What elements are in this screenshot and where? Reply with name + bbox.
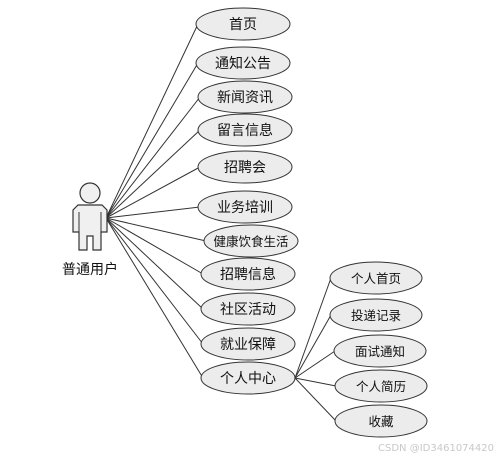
- use-case-label: 招聘信息: [220, 266, 276, 283]
- association-line-news: [105, 96, 201, 219]
- include-line-favorites: [294, 377, 337, 422]
- use-case-ellipse: [200, 327, 296, 361]
- use-case-ellipse: [200, 292, 296, 326]
- use-case-ellipse: [200, 257, 296, 291]
- actor-label: 普通用户: [62, 261, 118, 278]
- use-case-employment[interactable]: 就业保障: [200, 327, 296, 361]
- include-lines: [294, 277, 337, 422]
- sub-use-case-ellipse: [329, 261, 423, 295]
- use-case-label: 个人中心: [220, 371, 276, 387]
- use-case-news[interactable]: 新闻资讯: [197, 80, 293, 114]
- include-line-interview-notice: [294, 350, 336, 379]
- actor-normal-user: 普通用户: [62, 182, 118, 278]
- use-case-label: 社区活动: [220, 302, 276, 318]
- use-case-personal-center[interactable]: 个人中心: [200, 361, 296, 395]
- use-case-ellipse: [200, 361, 296, 395]
- actor-head: [79, 182, 101, 204]
- use-case-notice[interactable]: 通知公告: [195, 46, 291, 80]
- sub-use-case-label: 个人简历: [356, 379, 406, 394]
- use-case-message[interactable]: 留言信息: [197, 113, 293, 147]
- association-line-employment: [105, 217, 204, 345]
- sub-use-case-ellipse: [329, 298, 423, 332]
- association-line-home: [105, 23, 199, 219]
- association-line-message: [105, 129, 201, 219]
- sub-use-case-delivery-record[interactable]: 投递记录: [329, 298, 423, 332]
- sub-use-case-label: 个人首页: [351, 271, 401, 286]
- watermark: CSDN @ID3461074420: [378, 443, 494, 454]
- sub-use-case-interview-notice[interactable]: 面试通知: [333, 334, 427, 368]
- use-case-ellipse: [197, 113, 293, 147]
- use-case-ellipse: [195, 46, 291, 80]
- association-line-community: [105, 217, 204, 310]
- sub-use-case-favorites[interactable]: 收藏: [334, 404, 428, 438]
- use-case-label: 就业保障: [220, 337, 276, 353]
- use-case-job-fair[interactable]: 招聘会: [197, 150, 293, 184]
- sub-use-case-label: 收藏: [368, 414, 394, 429]
- association-line-personal-center: [105, 217, 204, 379]
- sub-use-case-ellipse: [334, 369, 428, 403]
- association-line-job-fair: [105, 166, 201, 219]
- use-case-home[interactable]: 首页: [195, 7, 291, 41]
- sub-use-case-personal-home[interactable]: 个人首页: [329, 261, 423, 295]
- use-case-label: 健康饮食生活: [213, 234, 288, 249]
- association-line-notice: [105, 62, 199, 219]
- association-line-recruit: [105, 217, 204, 275]
- association-lines: [105, 23, 207, 379]
- include-line-resume: [294, 377, 337, 387]
- use-case-label: 新闻资讯: [217, 90, 273, 106]
- association-line-health: [105, 217, 207, 242]
- association-line-training: [105, 206, 201, 219]
- use-case-label: 留言信息: [217, 122, 273, 139]
- use-case-training[interactable]: 业务培训: [197, 190, 293, 224]
- use-case-label: 业务培训: [217, 200, 273, 216]
- use-case-ellipse: [197, 150, 293, 184]
- use-case-ellipse: [195, 7, 291, 41]
- sub-use-case-ellipse: [334, 404, 428, 438]
- use-case-community[interactable]: 社区活动: [200, 292, 296, 326]
- use-case-label: 首页: [229, 17, 257, 33]
- sub-use-case-label: 面试通知: [355, 344, 405, 359]
- sub-use-case-resume[interactable]: 个人简历: [334, 369, 428, 403]
- use-case-label: 招聘会: [224, 160, 266, 176]
- use-case-ellipse: [203, 224, 299, 258]
- use-case-ellipse: [197, 80, 293, 114]
- use-case-ellipse: [197, 190, 293, 224]
- use-case-label: 通知公告: [215, 55, 271, 72]
- actor-body: [72, 204, 108, 251]
- use-case-recruit[interactable]: 招聘信息: [200, 257, 296, 291]
- include-line-delivery-record: [294, 314, 332, 379]
- sub-use-case-ellipse: [333, 334, 427, 368]
- use-case-health[interactable]: 健康饮食生活: [203, 224, 299, 258]
- include-line-personal-home: [294, 277, 332, 379]
- sub-use-case-label: 投递记录: [351, 308, 401, 323]
- use-cases: 首页通知公告新闻资讯留言信息招聘会业务培训健康饮食生活招聘信息社区活动就业保障个…: [195, 7, 299, 395]
